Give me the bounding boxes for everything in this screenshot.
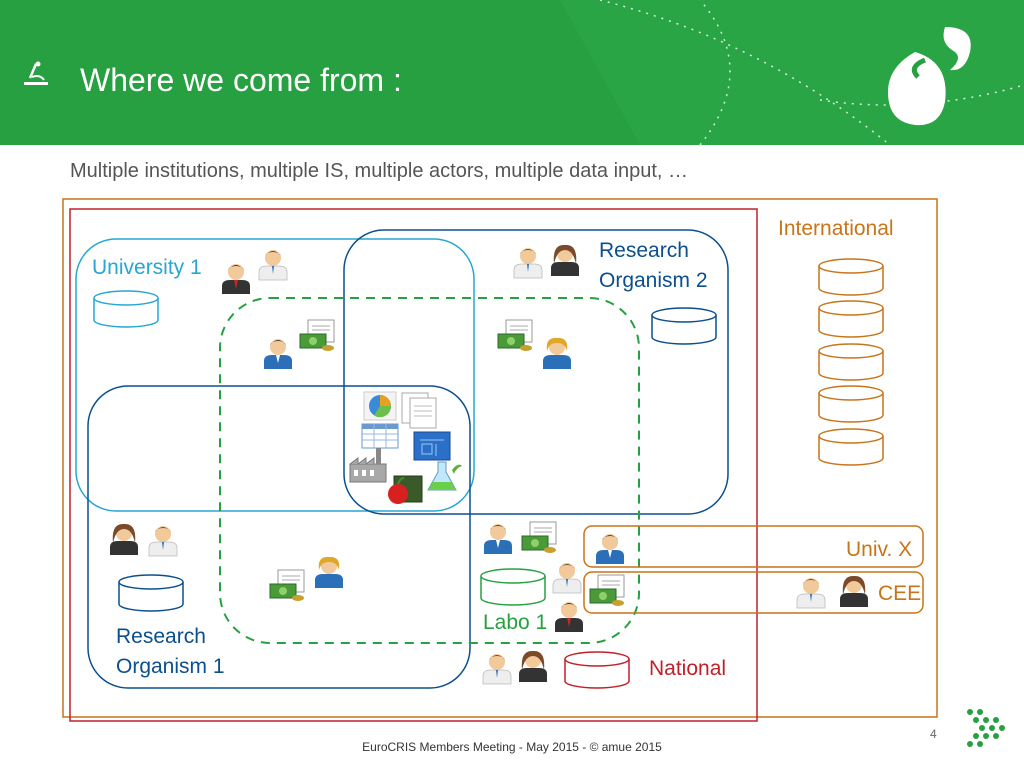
research-organism-1-label-line2: Organism 1 bbox=[116, 655, 225, 678]
person-icon bbox=[110, 523, 138, 555]
microscope-icon bbox=[24, 61, 48, 85]
person-icon bbox=[484, 524, 512, 554]
documents-icon bbox=[401, 392, 437, 429]
person-icon bbox=[519, 650, 547, 682]
spreadsheet-icon bbox=[361, 423, 399, 449]
dots-logo-icon bbox=[967, 709, 1005, 747]
database-icon bbox=[818, 343, 884, 381]
labo-1-box bbox=[219, 297, 640, 644]
footer-text: EuroCRIS Members Meeting - May 2015 - © … bbox=[362, 740, 662, 754]
blueprint-icon bbox=[413, 431, 451, 461]
national-label: National bbox=[649, 657, 727, 680]
person-icon bbox=[551, 244, 579, 276]
database-icon bbox=[651, 307, 717, 345]
flask-icon bbox=[427, 461, 462, 491]
labo-1-label: Labo 1 bbox=[483, 611, 548, 634]
database-icon bbox=[818, 385, 884, 423]
database-icon bbox=[93, 290, 159, 328]
person-icon bbox=[258, 249, 288, 281]
research-organism-2-label-line2: Organism 2 bbox=[599, 269, 708, 292]
person-icon bbox=[513, 247, 543, 279]
research-organism-1-label-line1: Research bbox=[116, 625, 206, 648]
factory-icon bbox=[349, 448, 387, 483]
person-icon bbox=[315, 556, 343, 588]
database-icon bbox=[564, 651, 630, 689]
page-number: 4 bbox=[930, 727, 937, 741]
person-icon bbox=[482, 653, 512, 685]
person-icon bbox=[222, 264, 250, 294]
international-frame bbox=[62, 198, 938, 718]
database-icon bbox=[818, 258, 884, 296]
document-money-icon bbox=[269, 569, 305, 602]
research-organism-2-box bbox=[343, 229, 729, 515]
subtitle: Multiple institutions, multiple IS, mult… bbox=[70, 160, 689, 182]
person-icon bbox=[552, 562, 582, 594]
international-label: International bbox=[778, 217, 894, 240]
pie-chart-icon bbox=[363, 391, 397, 421]
document-money-icon bbox=[497, 319, 533, 352]
apple-book-icon bbox=[388, 475, 423, 504]
person-icon bbox=[543, 337, 571, 369]
univ-x-label: Univ. X bbox=[846, 538, 913, 561]
slide-header: Where we come from : bbox=[0, 0, 1024, 145]
cee-label: CEE bbox=[878, 582, 922, 605]
university-1-label: University 1 bbox=[92, 256, 202, 279]
document-money-icon bbox=[589, 574, 625, 607]
univ-x-box bbox=[583, 525, 924, 568]
database-icon bbox=[118, 574, 184, 612]
document-money-icon bbox=[521, 521, 557, 554]
research-organism-1-box bbox=[87, 385, 471, 689]
person-icon bbox=[148, 525, 178, 557]
person-icon bbox=[596, 534, 624, 564]
national-frame bbox=[69, 208, 758, 722]
cee-box bbox=[583, 571, 924, 614]
amue-logo-icon bbox=[888, 27, 971, 126]
person-icon bbox=[840, 575, 868, 607]
person-icon bbox=[555, 602, 583, 632]
database-icon bbox=[818, 428, 884, 466]
research-organism-2-label-line1: Research bbox=[599, 239, 689, 262]
university-1-box bbox=[75, 238, 475, 512]
database-icon bbox=[480, 568, 546, 606]
person-icon bbox=[264, 339, 292, 369]
page-title: Where we come from : bbox=[80, 62, 402, 98]
document-money-icon bbox=[299, 319, 335, 352]
person-icon bbox=[796, 577, 826, 609]
database-icon bbox=[818, 300, 884, 338]
